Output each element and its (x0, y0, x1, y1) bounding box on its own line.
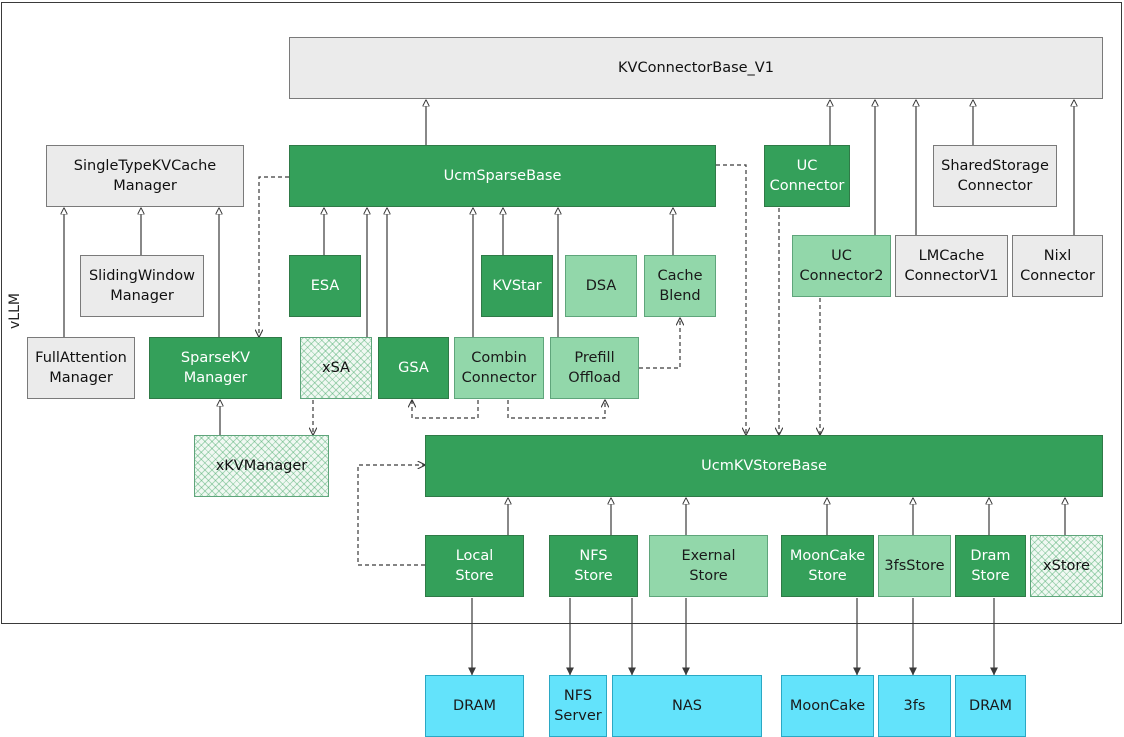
node-singletype: SingleTypeKVCache Manager (46, 145, 244, 207)
edge-ucmsparsebase-to-sparsekv (259, 176, 289, 337)
node-kvconnectorbase: KVConnectorBase_V1 (289, 37, 1103, 99)
node-gsa: GSA (378, 337, 449, 399)
node-nas: NAS (612, 675, 762, 737)
node-prefill: Prefill Offload (550, 337, 639, 399)
node-slidingwindow: SlidingWindow Manager (80, 255, 204, 317)
node-fullattention: FullAttention Manager (27, 337, 135, 399)
node-dram2: DRAM (955, 675, 1026, 737)
node-mooncakestore: MoonCake Store (781, 535, 874, 597)
node-dram1: DRAM (425, 675, 524, 737)
node-ucmsparsebase: UcmSparseBase (289, 145, 716, 207)
node-ucconnector: UC Connector (764, 145, 850, 207)
node-lmcache: LMCache ConnectorV1 (895, 235, 1008, 297)
edge-ucmsparsebase-to-ucmkvstorebase (716, 164, 746, 435)
node-sharedstorage: SharedStorage Connector (933, 145, 1057, 207)
node-kvstar: KVStar (481, 255, 553, 317)
node-ucmkvstorebase: UcmKVStoreBase (425, 435, 1103, 497)
edge-localstore-to-ucmkvstorebase (357, 465, 425, 566)
node-sparsekv: SparseKV Manager (149, 337, 282, 399)
edge-prefill-to-cacheblend (639, 318, 680, 369)
vllm-frame (1, 2, 1122, 624)
node-localstore: Local Store (425, 535, 524, 597)
node-nfsserver: NFS Server (549, 675, 607, 737)
node-esa: ESA (289, 255, 361, 317)
node-fs3: 3fs (878, 675, 951, 737)
node-xstore: xStore (1030, 535, 1103, 597)
vllm-frame-label: vLLM (7, 293, 23, 329)
node-nixl: Nixl Connector (1012, 235, 1103, 297)
node-xsa: xSA (300, 337, 372, 399)
node-dsa: DSA (565, 255, 637, 317)
edge-combin-to-gsa (412, 400, 479, 419)
node-ucconnector2: UC Connector2 (792, 235, 891, 297)
node-exernalstore: Exernal Store (649, 535, 768, 597)
node-dramstore: Dram Store (955, 535, 1026, 597)
node-combin: Combin Connector (454, 337, 544, 399)
node-xkvmanager: xKVManager (194, 435, 329, 497)
node-mooncake: MoonCake (781, 675, 874, 737)
node-nfsstore: NFS Store (549, 535, 638, 597)
node-cacheblend: Cache Blend (644, 255, 716, 317)
node-fsstore: 3fsStore (878, 535, 951, 597)
edge-combin-to-prefill (507, 400, 605, 419)
